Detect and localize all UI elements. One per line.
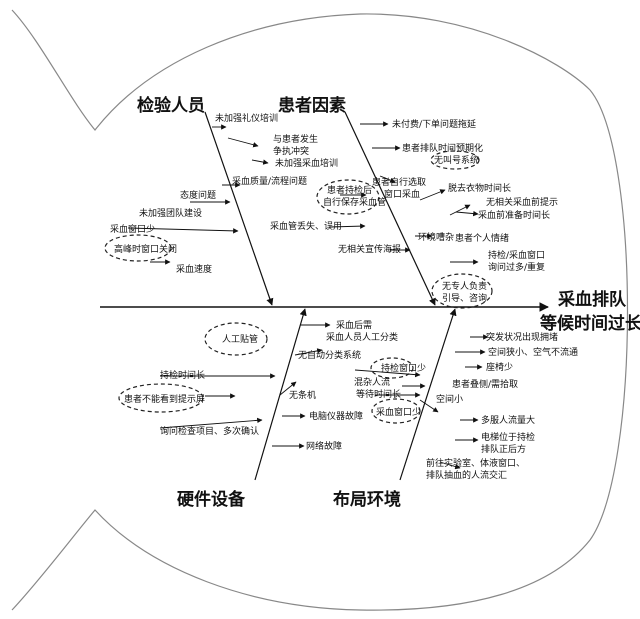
cause-label: 争执冲突 xyxy=(273,145,309,157)
cause-label: 态度问题 xyxy=(180,189,216,201)
cause-label: 采血人员人工分类 xyxy=(326,331,398,343)
cause-label: 询问过多/重复 xyxy=(488,261,545,273)
cause-label: 患者叠侧/需拾取 xyxy=(452,378,518,390)
cause-label: 采血窗口少 xyxy=(110,223,155,235)
bone-testers xyxy=(204,111,274,306)
cause-label: 无专人负责 xyxy=(442,280,487,292)
highlight-ellipse xyxy=(316,179,380,215)
highlight-ellipse xyxy=(430,150,480,170)
cause-label: 座椅少 xyxy=(486,361,513,373)
cause-label: 未加强团队建设 xyxy=(139,207,202,219)
cause-label: 高峰时窗口关闭 xyxy=(114,243,177,255)
cause-label: 人工贴管 xyxy=(222,333,258,345)
cause-label: 采血质量/流程问题 xyxy=(232,175,307,187)
cause-label: 询问检查项目、多次确认 xyxy=(160,425,259,437)
cause-label: 突发状况出现拥堵 xyxy=(486,331,558,343)
cause-label: 无条机 xyxy=(289,389,316,401)
cause-label: 电梯位于持检 xyxy=(481,431,535,443)
cause-label: 窗口采血 xyxy=(384,188,420,200)
cause-label: 网络故障 xyxy=(306,440,342,452)
cause-label: 无自动分类系统 xyxy=(298,349,361,361)
cause-label: 持检/采血窗口 xyxy=(488,249,545,261)
cause-label: 患者个人情绪 xyxy=(455,232,509,244)
category-layout: 布局环境 xyxy=(333,489,401,510)
fish-outline xyxy=(11,9,629,611)
category-testers: 检验人员 xyxy=(137,95,205,116)
effect-line1: 采血排队 xyxy=(557,289,627,310)
cause-label: 与患者发生 xyxy=(273,133,318,145)
cause-label: 多服人流量大 xyxy=(481,414,535,426)
cause-label: 采血管丢失、误用 xyxy=(270,220,342,232)
bone-patients xyxy=(344,111,436,306)
highlight-ellipse xyxy=(371,398,421,424)
highlight-ellipse xyxy=(104,234,172,262)
cause-label: 未加强采血培训 xyxy=(275,157,338,169)
cause-label: 无相关宣传海报 xyxy=(338,243,401,255)
cause-label: 引导、咨询 xyxy=(442,292,487,304)
cause-label: 脱去衣物时间长 xyxy=(448,182,511,194)
cause-label: 排队正后方 xyxy=(481,443,526,455)
highlight-ellipse xyxy=(204,322,268,356)
cause-label: 空间小 xyxy=(436,393,463,405)
cause-label: 采血速度 xyxy=(176,263,212,275)
highlight-ellipse xyxy=(370,357,414,379)
cause-label: 环境嘈杂 xyxy=(418,231,454,243)
cause-label: 空间狭小、空气不流通 xyxy=(488,346,578,358)
cause-label: 等待时间长 xyxy=(356,388,401,400)
cause-label: 采血后需 xyxy=(336,319,372,331)
cause-label: 前往实验室、体液窗口、 xyxy=(426,457,525,469)
cause-label: 持检窗口少 xyxy=(381,362,426,374)
cause-label: 患者自行选取 xyxy=(372,176,426,188)
cause-label: 未加强礼仪培训 xyxy=(215,112,278,124)
cause-label: 未付费/下单问题拖延 xyxy=(392,118,476,130)
cause-label: 无相关采血前提示 xyxy=(486,196,558,208)
cause-label: 采血窗口少 xyxy=(376,406,421,418)
effect-line2: 等候时间过长 xyxy=(540,313,640,334)
cause-label: 排队抽血的人流交汇 xyxy=(426,469,507,481)
highlight-ellipse xyxy=(118,383,204,413)
cause-label: 自行保存采血管 xyxy=(323,196,386,208)
cause-label: 患者持检后 xyxy=(327,184,372,196)
cause-label: 患者不能看到提示屏 xyxy=(124,393,205,405)
bone-layout xyxy=(399,308,457,481)
cause-label: 无叫号系统 xyxy=(434,154,479,166)
category-patients: 患者因素 xyxy=(278,95,346,116)
category-hardware: 硬件设备 xyxy=(177,489,246,510)
cause-label: 电脑仪器故障 xyxy=(309,410,363,422)
cause-label: 患者排队时间预期化 xyxy=(402,142,483,154)
cause-label: 采血前准备时间长 xyxy=(478,209,550,221)
cause-label: 混杂人流 xyxy=(354,376,390,388)
highlight-ellipse xyxy=(431,273,493,309)
cause-label: 持检时间长 xyxy=(160,369,205,381)
